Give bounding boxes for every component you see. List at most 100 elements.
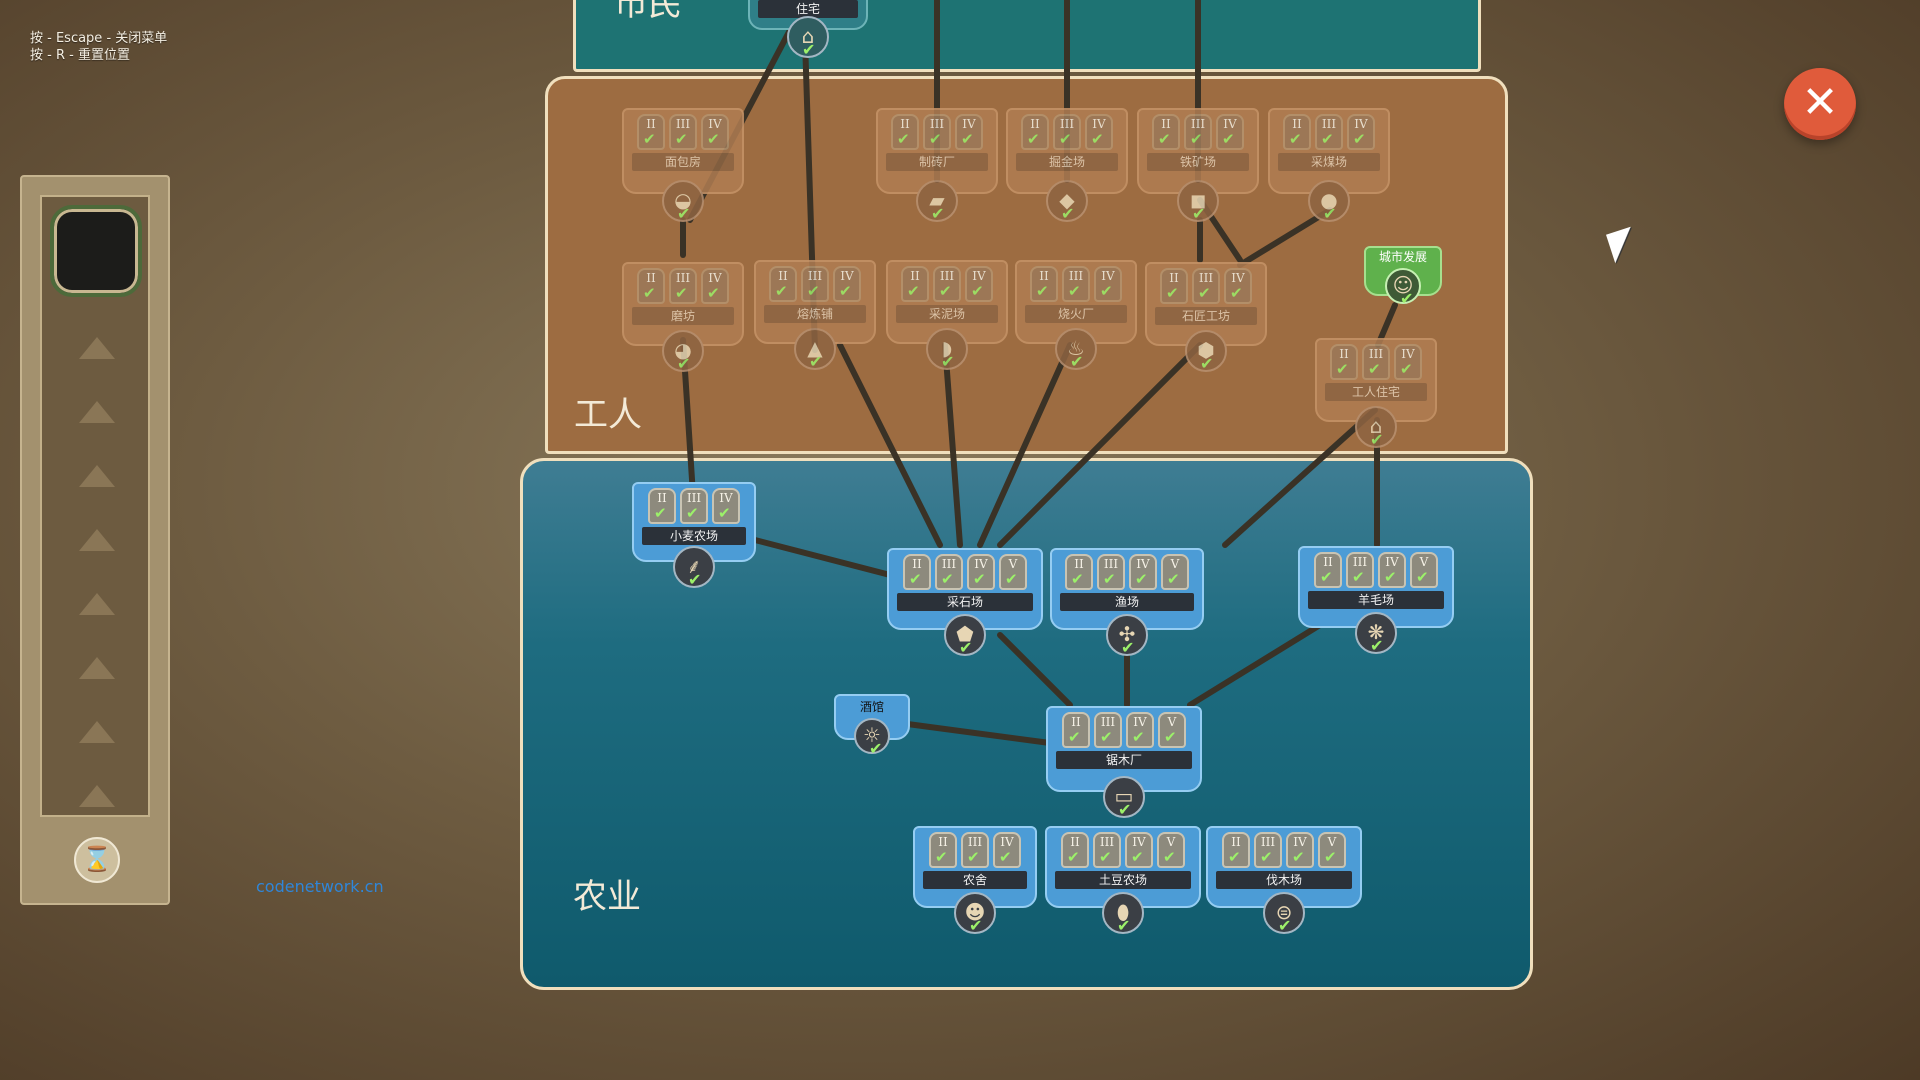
plank-icon: ▭✔: [1103, 776, 1145, 819]
building-name: 羊毛场: [1308, 591, 1444, 609]
era-slider-track[interactable]: [40, 195, 150, 817]
close-button[interactable]: ✕: [1784, 68, 1856, 140]
building-name: 掘金场: [1016, 153, 1118, 171]
building-card-smelter[interactable]: II✔III✔IV✔ 熔炼铺 ▲✔: [754, 260, 876, 371]
check-icon: ✔: [688, 570, 702, 589]
building-card-tavern[interactable]: 酒馆 ☼✔: [834, 694, 910, 758]
building-card-mill[interactable]: II✔III✔IV✔ 磨坊 ◕✔: [622, 262, 744, 373]
building-name: 采泥场: [896, 305, 998, 323]
check-icon: ✔: [1370, 636, 1384, 655]
check-icon: ✔: [1091, 130, 1104, 148]
building-card-bakery[interactable]: II✔III✔IV✔ 面包房 ◒✔: [622, 108, 744, 223]
check-icon: ✔: [802, 40, 816, 59]
level-iii: III✔: [1097, 554, 1125, 590]
check-icon: ✔: [1289, 130, 1302, 148]
tier-label-citizens: 市民: [614, 0, 682, 24]
check-icon: ✔: [935, 848, 948, 866]
check-icon: ✔: [1027, 130, 1040, 148]
building-name: 磨坊: [632, 307, 734, 325]
farmer-icon: ☻✔: [954, 892, 996, 935]
level-ii: II✔: [901, 266, 929, 302]
house-icon: ⌂✔: [787, 16, 829, 59]
era-up-arrow: [79, 337, 115, 359]
level-ii: II✔: [1160, 268, 1188, 304]
level-iv: IV✔: [701, 268, 729, 304]
check-icon: ✔: [1400, 360, 1413, 378]
level-ii: II✔: [891, 114, 919, 150]
building-name: 工人住宅: [1325, 383, 1427, 401]
hourglass-icon[interactable]: ⌛: [74, 837, 120, 883]
level-iii: III✔: [669, 114, 697, 150]
check-icon: ✔: [1068, 282, 1081, 300]
check-icon: ✔: [1368, 360, 1381, 378]
check-icon: ✔: [999, 848, 1012, 866]
level-ii: II✔: [1030, 266, 1058, 302]
building-card-potato-farm[interactable]: II✔III✔IV✔V✔ 土豆农场 ⬮✔: [1045, 826, 1201, 935]
check-icon: ✔: [1100, 282, 1113, 300]
building-card-lumberjack[interactable]: II✔III✔IV✔V✔ 伐木场 ⊜✔: [1206, 826, 1362, 935]
check-icon: ✔: [1100, 728, 1113, 746]
check-icon: ✔: [1292, 848, 1305, 866]
check-icon: ✔: [1131, 848, 1144, 866]
building-card-fishery[interactable]: II✔III✔IV✔V✔ 渔场 ✣✔: [1050, 548, 1204, 657]
check-icon: ✔: [1230, 284, 1243, 302]
check-icon: ✔: [907, 282, 920, 300]
check-icon: ✔: [1320, 568, 1333, 586]
building-card-sheep-farm[interactable]: II✔III✔IV✔V✔ 羊毛场 ❋✔: [1298, 546, 1454, 655]
check-icon: ✔: [1352, 568, 1365, 586]
check-icon: ✔: [1036, 282, 1049, 300]
building-card-goldmine[interactable]: II✔III✔IV✔ 掘金场 ◆✔: [1006, 108, 1128, 223]
house-icon: ⌂✔: [1355, 406, 1397, 449]
check-icon: ✔: [1260, 848, 1273, 866]
building-card-city-dev[interactable]: 城市发展 ☺✔: [1364, 246, 1442, 308]
check-icon: ✔: [1121, 638, 1135, 657]
level-ii: II✔: [1222, 832, 1250, 868]
building-card-sawmill[interactable]: II✔III✔IV✔V✔ 锯木厂 ▭✔: [1046, 706, 1202, 819]
building-card-kiln[interactable]: II✔III✔IV✔ 烧火厂 ♨✔: [1015, 260, 1137, 371]
building-card-worker-house[interactable]: II✔III✔IV✔ 工人住宅 ⌂✔: [1315, 338, 1437, 449]
check-icon: ✔: [1118, 800, 1132, 819]
fire-icon: ♨✔: [1055, 328, 1097, 371]
building-card-coalmine[interactable]: II✔III✔IV✔ 采煤场 ●✔: [1268, 108, 1390, 223]
level-ii: II✔: [648, 488, 676, 524]
building-name: 石匠工坊: [1155, 307, 1257, 325]
building-name: 制砖厂: [886, 153, 988, 171]
level-ii: II✔: [1061, 832, 1089, 868]
building-name: 住宅: [758, 0, 858, 18]
check-icon: ✔: [675, 284, 688, 302]
check-icon: ✔: [973, 570, 986, 588]
check-icon: ✔: [775, 282, 788, 300]
building-name: 面包房: [632, 153, 734, 171]
watermark: codenetwork.cn: [256, 877, 384, 896]
level-ii: II✔: [1021, 114, 1049, 150]
level-iii: III✔: [669, 268, 697, 304]
check-icon: ✔: [1132, 728, 1145, 746]
check-icon: ✔: [839, 282, 852, 300]
level-iv: IV✔: [833, 266, 861, 302]
check-icon: ✔: [1400, 289, 1414, 308]
check-icon: ✔: [1070, 352, 1084, 371]
building-name: 酒馆: [859, 700, 884, 714]
check-icon: ✔: [967, 848, 980, 866]
building-name: 渔场: [1060, 593, 1194, 611]
building-card-ironmine[interactable]: II✔III✔IV✔ 铁矿场 ◼✔: [1137, 108, 1259, 223]
building-card-quarry[interactable]: II✔III✔IV✔V✔ 采石场 ⬟✔: [887, 548, 1043, 657]
level-iii: III✔: [933, 266, 961, 302]
era-slider-thumb[interactable]: [50, 205, 142, 297]
check-icon: ✔: [1324, 848, 1337, 866]
ingot-icon: ▲✔: [794, 328, 836, 371]
building-card-house[interactable]: 住宅 ⌂✔: [748, 0, 868, 59]
building-name: 伐木场: [1216, 871, 1352, 889]
check-icon: ✔: [1353, 130, 1366, 148]
building-card-stonemason[interactable]: II✔III✔IV✔ 石匠工坊 ⬢✔: [1145, 262, 1267, 373]
building-card-claypit[interactable]: II✔III✔IV✔ 采泥场 ◗✔: [886, 260, 1008, 371]
level-v: V✔: [1158, 712, 1186, 748]
level-ii: II✔: [637, 268, 665, 304]
check-icon: ✔: [686, 504, 699, 522]
building-card-farmhouse[interactable]: II✔III✔IV✔ 农舍 ☻✔: [913, 826, 1037, 935]
check-icon: ✔: [1416, 568, 1429, 586]
era-up-arrow: [79, 529, 115, 551]
building-card-brickworks[interactable]: II✔III✔IV✔ 制砖厂 ▰✔: [876, 108, 998, 223]
building-card-wheat-farm[interactable]: II✔III✔IV✔ 小麦农场 ⸙✔: [632, 482, 756, 589]
level-iii: III✔: [923, 114, 951, 150]
